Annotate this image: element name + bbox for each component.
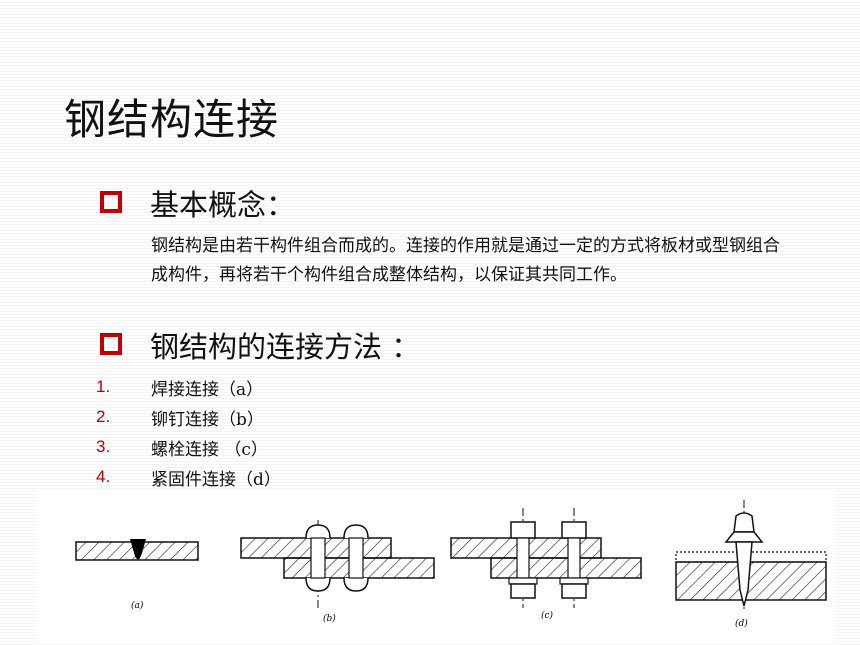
riveted-connection-drawing <box>240 520 435 610</box>
square-bullet-icon <box>100 333 122 355</box>
section-heading-connection-methods: 钢结构的连接方法 ： <box>150 330 421 364</box>
list-item-text: 焊接连接（a） <box>151 379 264 400</box>
list-item-number: 1. <box>96 377 111 396</box>
figure-label-b: (b) <box>323 613 336 624</box>
list-item-number: 3. <box>96 437 111 456</box>
list-item-text: 紧固件连接（d） <box>151 469 281 490</box>
welded-connection-drawing <box>75 539 199 561</box>
concept-paragraph: 钢结构是由若干构件组合而成的。连接的作用就是通过一定的方式将板材或型钢组合成构件… <box>151 236 780 285</box>
list-item-number: 2. <box>96 407 111 426</box>
connection-method-list: 1. 焊接连接（a） 2. 铆钉连接（b） 3. 螺栓连接 （c） 4. 紧固件… <box>96 372 281 492</box>
square-bullet-icon <box>100 191 122 213</box>
list-item: 2. 铆钉连接（b） <box>96 402 281 432</box>
figure-label-d: (d) <box>735 618 748 629</box>
section-heading-basic-concept: 基本概念： <box>150 188 296 222</box>
figure-label-a: (a) <box>131 600 144 611</box>
connection-types-figure: (a) (b) (c) (d) <box>36 490 836 642</box>
fastener-connection-drawing <box>675 500 827 610</box>
list-item: 3. 螺栓连接 （c） <box>96 432 281 462</box>
list-item-text: 铆钉连接（b） <box>151 409 264 430</box>
list-item-number: 4. <box>96 467 111 486</box>
list-item: 4. 紧固件连接（d） <box>96 462 281 492</box>
slide-title: 钢结构连接 <box>64 95 280 144</box>
bolted-connection-drawing <box>450 508 642 608</box>
list-item-text: 螺栓连接 （c） <box>151 439 268 460</box>
list-item: 1. 焊接连接（a） <box>96 372 281 402</box>
figure-label-c: (c) <box>541 610 554 621</box>
